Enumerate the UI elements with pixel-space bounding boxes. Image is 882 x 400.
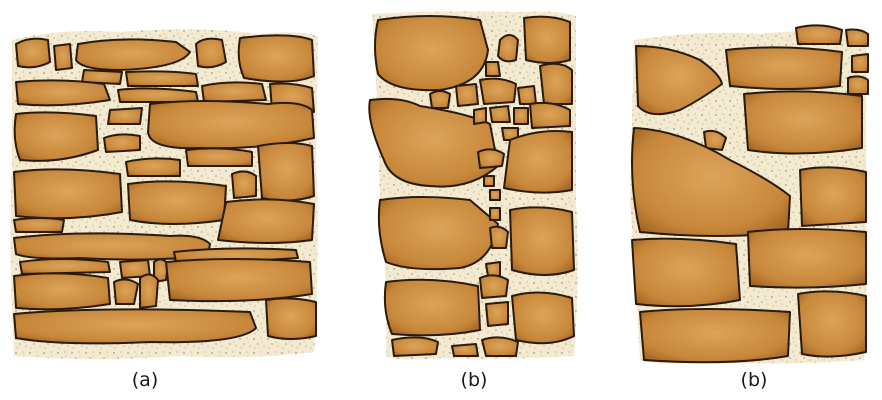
stone bbox=[104, 134, 140, 152]
stone bbox=[239, 35, 314, 81]
stone bbox=[385, 280, 480, 336]
stone bbox=[126, 71, 198, 86]
stone bbox=[218, 199, 314, 243]
stone bbox=[54, 44, 72, 70]
stone bbox=[14, 273, 110, 309]
stone bbox=[530, 103, 570, 128]
caption-panel-b-left: (b) bbox=[461, 369, 488, 391]
stone bbox=[504, 131, 572, 193]
stone bbox=[510, 207, 574, 275]
stone bbox=[524, 17, 570, 63]
stone bbox=[490, 190, 500, 200]
stone bbox=[430, 91, 450, 108]
stone bbox=[379, 197, 498, 269]
panel-b1-wall bbox=[369, 11, 577, 359]
stone bbox=[148, 101, 314, 148]
stone bbox=[14, 218, 64, 232]
stone bbox=[128, 181, 226, 224]
stone bbox=[640, 309, 790, 362]
stone bbox=[480, 275, 508, 298]
caption-panel-b-right: (b) bbox=[741, 369, 768, 391]
panel-a-wall bbox=[10, 29, 318, 359]
stone bbox=[486, 62, 500, 76]
stone bbox=[15, 112, 98, 160]
stone bbox=[744, 91, 862, 153]
stone bbox=[486, 302, 508, 326]
stone bbox=[16, 80, 110, 105]
stone bbox=[186, 148, 252, 166]
stone bbox=[632, 239, 740, 307]
stone bbox=[486, 262, 500, 276]
stone bbox=[16, 39, 50, 68]
stone bbox=[126, 158, 180, 176]
stone bbox=[846, 30, 868, 47]
stone bbox=[478, 149, 504, 168]
stone bbox=[258, 143, 314, 201]
stone bbox=[202, 82, 266, 102]
stone bbox=[490, 106, 510, 122]
stone bbox=[852, 54, 868, 72]
stone bbox=[266, 298, 316, 339]
stone bbox=[114, 279, 138, 304]
stone bbox=[118, 88, 198, 102]
stone bbox=[456, 84, 478, 106]
stone bbox=[166, 259, 312, 301]
stone bbox=[14, 169, 122, 218]
stone bbox=[482, 337, 518, 356]
stone bbox=[392, 337, 438, 356]
stone bbox=[848, 76, 868, 94]
panel-b2-wall bbox=[630, 25, 868, 363]
stone bbox=[748, 229, 866, 288]
stone bbox=[232, 171, 256, 198]
stone bbox=[512, 292, 574, 343]
stone bbox=[480, 79, 516, 104]
stone bbox=[498, 35, 518, 61]
stone bbox=[490, 227, 508, 248]
stone bbox=[726, 47, 842, 89]
stone bbox=[140, 274, 158, 308]
stone bbox=[540, 64, 572, 104]
stone bbox=[20, 259, 110, 274]
stone bbox=[800, 167, 866, 226]
caption-panel-a: (a) bbox=[132, 369, 158, 391]
stone bbox=[484, 176, 494, 186]
stone bbox=[452, 344, 478, 356]
stone bbox=[108, 108, 142, 124]
stone bbox=[474, 108, 486, 124]
stone bbox=[518, 86, 536, 104]
stone bbox=[514, 108, 528, 124]
stone bbox=[196, 39, 226, 68]
stone bbox=[796, 25, 842, 44]
stone bbox=[375, 16, 488, 90]
stone bbox=[14, 309, 256, 343]
stone bbox=[490, 208, 500, 220]
stone bbox=[798, 291, 866, 356]
